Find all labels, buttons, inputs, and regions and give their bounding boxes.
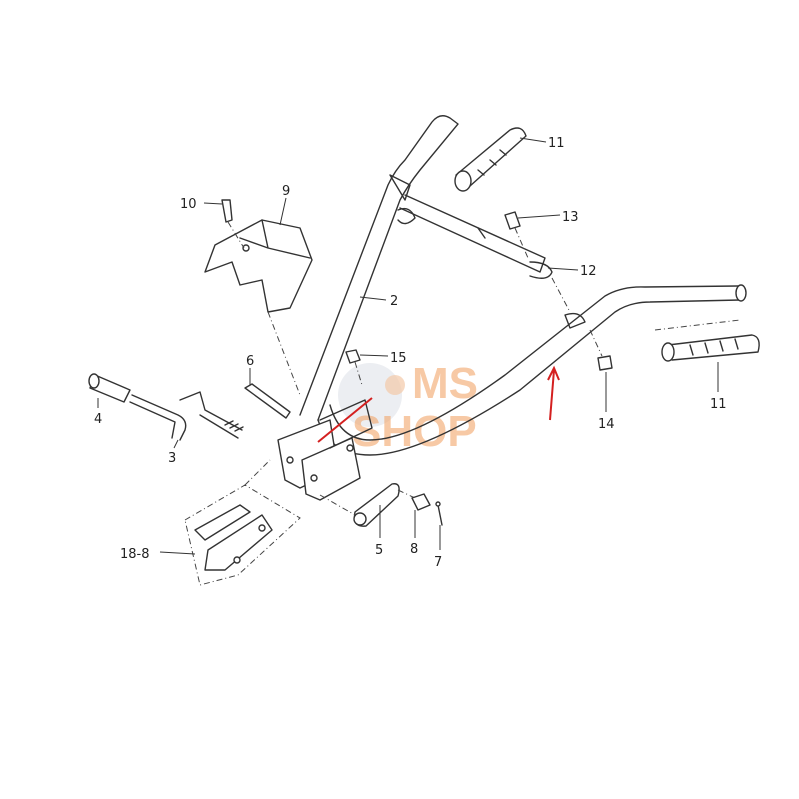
highlight-arrows: [317, 365, 560, 443]
watermark-ms: MS: [412, 359, 478, 408]
red-arrow: [547, 365, 560, 421]
watermark-shop: SHOP: [352, 407, 477, 456]
callout-13: 13: [562, 210, 579, 225]
callout-14: 14: [598, 417, 615, 432]
callout-11-right: 11: [710, 397, 727, 412]
callout-12: 12: [580, 264, 597, 279]
watermark-logo: MS SHOP: [338, 359, 478, 456]
callout-8: 8: [410, 542, 418, 557]
grip-top: [454, 127, 527, 192]
highlight-line: [317, 397, 373, 443]
callout-labels: 11 13 12 10 9 2 6 15 4 3 14 11 5 8 7 18-…: [94, 136, 727, 570]
callout-11-top: 11: [548, 136, 565, 151]
cover-part: [204, 199, 313, 396]
callout-10: 10: [180, 197, 197, 212]
callout-6: 6: [246, 354, 254, 369]
fasteners: [244, 211, 613, 419]
callout-4: 4: [94, 412, 102, 427]
pin-parts: [319, 483, 443, 527]
leader-lines: [97, 137, 719, 555]
callout-9: 9: [282, 184, 290, 199]
callout-7: 7: [434, 555, 442, 570]
handlebar-frame: [299, 115, 747, 456]
callout-5: 5: [375, 543, 383, 558]
callout-2: 2: [390, 294, 398, 309]
callout-18-8: 18-8: [120, 547, 150, 562]
callout-15: 15: [390, 351, 407, 366]
callout-3: 3: [168, 451, 176, 466]
grip-right: [654, 319, 760, 362]
assembly-18-8: [184, 459, 301, 586]
rod-assembly: [88, 373, 244, 441]
